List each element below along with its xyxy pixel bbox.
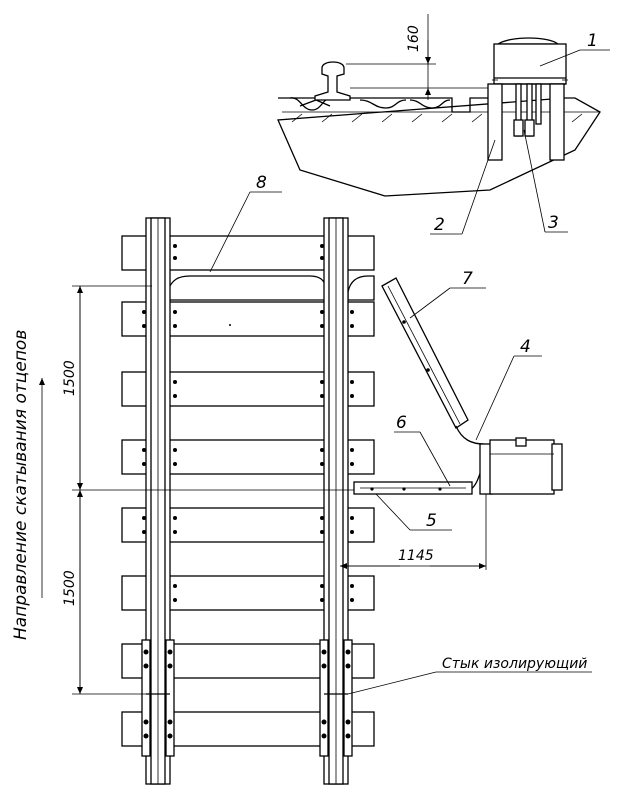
label-1: 1 <box>587 31 598 51</box>
joint-label: Стык изолирующий <box>442 656 587 672</box>
rail-profile <box>314 61 351 101</box>
ballast-hatching <box>291 113 583 123</box>
dimension-1145: 1145 <box>340 494 487 570</box>
label-4: 4 <box>520 337 531 357</box>
label-2: 2 <box>434 215 445 235</box>
label-8: 8 <box>256 173 267 193</box>
track-plan: 4 5 6 7 8 1145 1500 1500 <box>62 173 592 785</box>
insulating-joint <box>141 639 353 757</box>
label-5: 5 <box>426 511 437 531</box>
label-3: 3 <box>548 213 559 233</box>
dimension-160: 160 <box>346 14 490 100</box>
dimension-1500-bottom-label: 1500 <box>62 570 78 606</box>
dimension-1500-top-label: 1500 <box>62 360 78 396</box>
tie-plate-right <box>347 275 375 301</box>
inclined-channel <box>381 277 469 429</box>
label-7: 7 <box>462 269 473 289</box>
junction-box <box>479 437 563 495</box>
label-6: 6 <box>396 413 407 433</box>
rail-fasteners <box>142 244 354 602</box>
leader-lines-top <box>430 49 610 235</box>
cable <box>356 425 485 491</box>
leader-lines-plan <box>209 191 542 531</box>
tie-plate <box>167 275 327 301</box>
ballast-section-detail: 160 1 2 <box>277 14 610 235</box>
rail-contact-plate <box>353 481 473 495</box>
direction-text: Направление скатывания отцепов <box>11 330 31 640</box>
dimension-1145-label: 1145 <box>398 548 434 564</box>
dimension-1500: 1500 1500 <box>62 285 354 695</box>
dimension-160-label: 160 <box>406 25 422 52</box>
post-structure <box>487 83 565 161</box>
joint-callout: Стык изолирующий <box>347 656 592 695</box>
relay-box-detail <box>492 37 568 85</box>
rolling-direction: Направление скатывания отцепов <box>11 330 45 640</box>
